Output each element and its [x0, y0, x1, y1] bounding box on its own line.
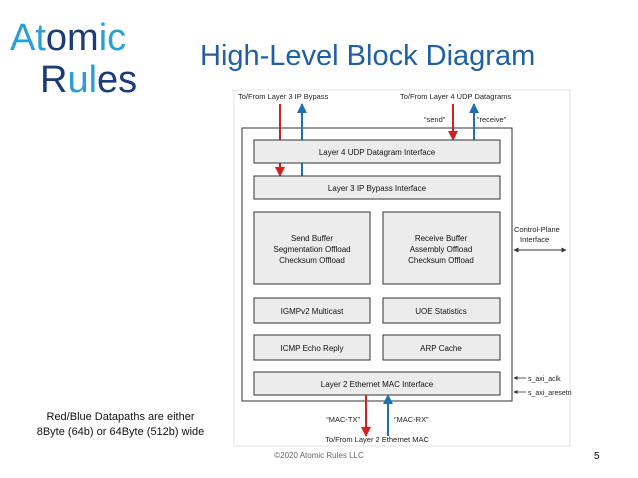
block-arp-cache [382, 334, 501, 361]
label-mac-tx: “MAC-TX” [326, 415, 360, 424]
block-icmp-label: ICMP Echo Reply [281, 344, 344, 353]
svg-text:Atomic: Atomic [10, 17, 126, 59]
label-receive: “receive” [477, 115, 507, 124]
page-number: 5 [594, 451, 600, 462]
label-mac-rx: “MAC-RX” [394, 415, 429, 424]
logo-text-ul: ul [67, 59, 97, 98]
block-mac-interface [253, 371, 501, 396]
logo-text-es: es [97, 59, 137, 98]
caption-line-2: 8Byte (64b) or 64Byte (512b) wide [36, 426, 205, 438]
svg-text:Rules: Rules [40, 59, 137, 98]
block-ip-bypass [253, 175, 501, 200]
logo-text-at: At [10, 17, 46, 59]
block-icmp [253, 334, 371, 361]
block-uoe-stats-label: UOE Statistics [415, 307, 467, 316]
aresetn-label: s_axi_aresetn [528, 390, 572, 397]
block-igmp-label: IGMPv2 Multicast [281, 307, 344, 316]
receive-buffer-line2: Assembly Offload [410, 245, 473, 254]
block-send-buffer [253, 211, 371, 285]
block-mac-interface-label: Layer 2 Ethernet MAC Interface [321, 380, 434, 389]
logo-text-r: R [40, 59, 67, 98]
outer-component-box [241, 127, 513, 402]
block-udp-interface-label: Layer 4 UDP Datagram Interface [319, 148, 436, 157]
block-ip-bypass-label: Layer 3 IP Bypass Interface [328, 184, 427, 193]
aclk-label: s_axi_aclk [528, 376, 561, 383]
block-arp-cache-label: ARP Cache [420, 344, 462, 353]
send-buffer-line2: Segmentation Offload [273, 245, 350, 254]
label-send: “send” [424, 115, 446, 124]
control-plane-label-1: Control-Plane [514, 225, 560, 234]
block-igmp [253, 297, 371, 324]
block-uoe-stats [382, 297, 501, 324]
copyright-footer: ©2020 Atomic Rules LLC [274, 451, 364, 460]
datapath-caption: Red/Blue Datapaths are either 8Byte (64b… [28, 410, 213, 440]
page-title: High-Level Block Diagram [200, 40, 536, 72]
send-buffer-line1: Send Buffer [291, 234, 333, 243]
send-buffer-line3: Checksum Offload [279, 256, 345, 265]
label-l2-bottom: To/From Layer 2 Ethernet MAC [325, 435, 429, 444]
label-l4-udp-top: To/From Layer 4 UDP Datagrams [400, 92, 511, 101]
receive-buffer-line3: Checksum Offload [408, 256, 474, 265]
label-l3-bypass-top: To/From Layer 3 IP Bypass [238, 92, 329, 101]
receive-buffer-line1: Receive Buffer [415, 234, 468, 243]
block-receive-buffer [382, 211, 501, 285]
logo-text-om: om [46, 17, 99, 59]
logo-text-ic: ic [99, 17, 126, 59]
control-plane-label-2: Interface [520, 235, 549, 244]
atomic-rules-logo: Atomic Rules [10, 17, 137, 98]
block-udp-interface [253, 139, 501, 164]
caption-line-1: Red/Blue Datapaths are either [46, 411, 195, 423]
